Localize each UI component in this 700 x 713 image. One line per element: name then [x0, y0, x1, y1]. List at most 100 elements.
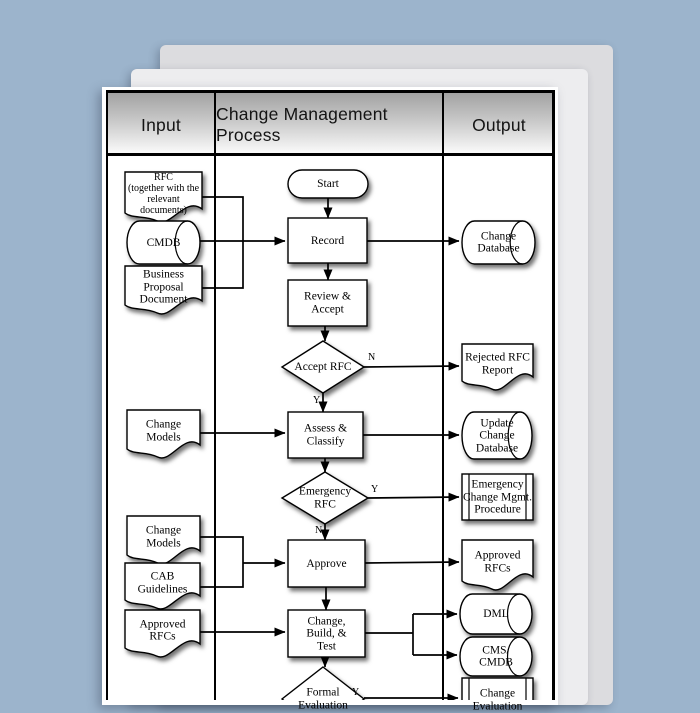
- shape-approved-rfcs-input: [124, 609, 201, 658]
- node-label-assess-classify: Assess &Classify: [304, 423, 347, 448]
- shape-review-accept: [287, 279, 368, 327]
- node-label-line: Proposal: [143, 280, 184, 293]
- node-label-line: Models: [146, 431, 181, 443]
- node-label-line: Change: [145, 418, 182, 431]
- node-label-line: RFC: [314, 498, 336, 510]
- decision-label-emergency-yes: Y: [371, 484, 379, 495]
- node-label-line: Build, &: [306, 627, 347, 640]
- shape-change-evaluation: [461, 677, 534, 700]
- node-label-line: Evaluation: [298, 699, 348, 711]
- node-label-cms-cmdb: CMS/CMDB: [479, 644, 513, 669]
- node-label-line: CMDB: [146, 236, 181, 249]
- node-label-line: Formal: [306, 686, 340, 699]
- node-label-line: Business: [143, 268, 184, 281]
- node-label-line: Evaluation: [472, 700, 523, 712]
- node-label-line: Approved: [139, 618, 186, 630]
- node-label-line: Database: [477, 242, 520, 255]
- node-label-record: Record: [311, 234, 344, 247]
- node-label-line: Classify: [306, 435, 345, 447]
- node-label-line: DML: [483, 607, 509, 620]
- node-label-line: Accept: [311, 303, 344, 315]
- shape-change-models-1: [126, 409, 201, 459]
- node-label-line: Test: [316, 639, 336, 652]
- edge-accept-no: [363, 361, 460, 371]
- node-label-line: Change: [479, 429, 515, 442]
- node-label-line: Change: [145, 524, 182, 537]
- shape-change-database: [461, 220, 536, 265]
- shape-rejected-rfc-report: [461, 343, 534, 391]
- decision-label-emergency-no: N: [315, 525, 323, 536]
- node-label-line: CAB: [150, 570, 175, 583]
- node-label-line: CMS/: [482, 644, 510, 656]
- node-label-line: Emergency: [298, 485, 352, 498]
- edge-emergency-yes: [367, 492, 460, 502]
- node-label-line: Change Mgmt.: [463, 490, 532, 503]
- shape-record: [287, 217, 368, 264]
- node-label-line: Change: [479, 687, 516, 700]
- node-label-line: Emergency: [471, 478, 524, 491]
- column-divider-input-process: [214, 90, 216, 700]
- node-label-line: Record: [310, 234, 345, 247]
- shape-cab-guidelines: [124, 562, 201, 610]
- column-header-process: Change Management Process: [216, 104, 388, 145]
- shape-approved-rfcs-output: [461, 539, 534, 591]
- node-label-dml: DML: [483, 608, 509, 621]
- node-label-accept-rfc: Accept RFC: [294, 361, 351, 374]
- shape-formal-evaluation: [280, 666, 366, 700]
- node-label-line: Guidelines: [137, 583, 188, 595]
- decision-label-accept-no: N: [368, 352, 376, 363]
- node-label-line: Rejected RFC: [465, 351, 530, 364]
- node-label-line: Start: [317, 177, 339, 190]
- node-label-line: Approved: [474, 549, 521, 562]
- node-label-line: Accept RFC: [294, 360, 352, 373]
- node-label-line: documents): [140, 205, 187, 216]
- node-label-line: RFCs: [484, 562, 511, 574]
- node-label-line: Approve: [306, 557, 347, 570]
- table-border-left: [106, 90, 108, 700]
- node-label-line: Procedure: [474, 503, 521, 516]
- node-label-line: Models: [146, 537, 181, 549]
- node-label-line: relevant: [147, 194, 180, 205]
- node-label-line: Review &: [304, 290, 351, 303]
- node-label-line: Database: [475, 441, 519, 454]
- node-label-line: (together with the: [127, 183, 200, 194]
- node-label-line: Document: [139, 293, 188, 306]
- node-label-change-build-test: Change,Build, &Test: [306, 615, 346, 653]
- node-label-line: Report: [481, 364, 514, 376]
- edge-input-bracket-2: [200, 536, 244, 588]
- table-header-background: [106, 90, 555, 155]
- table-border-right: [552, 90, 555, 700]
- decision-label-accept-yes: Y: [313, 395, 321, 406]
- column-header-output: Output: [472, 114, 526, 135]
- shape-emergency-change-mgmt-procedure: [461, 473, 534, 521]
- node-label-line: RFCs: [149, 630, 176, 643]
- node-label-approve: Approve: [306, 557, 346, 570]
- edge-input-bracket-1: [202, 196, 244, 289]
- node-label-start: Start: [317, 178, 339, 191]
- table-header-separator: [106, 153, 555, 156]
- node-label-cmdb: CMDB: [147, 236, 181, 249]
- shape-update-change-database: [461, 411, 533, 460]
- node-label-line: RFC: [154, 172, 173, 183]
- decision-label-formal-yes: Y: [352, 687, 360, 698]
- node-label-line: Update: [480, 416, 514, 429]
- table-border-top: [106, 90, 555, 93]
- shape-cms-cmdb: [459, 636, 533, 677]
- node-label-review-accept: Review &Accept: [304, 291, 351, 316]
